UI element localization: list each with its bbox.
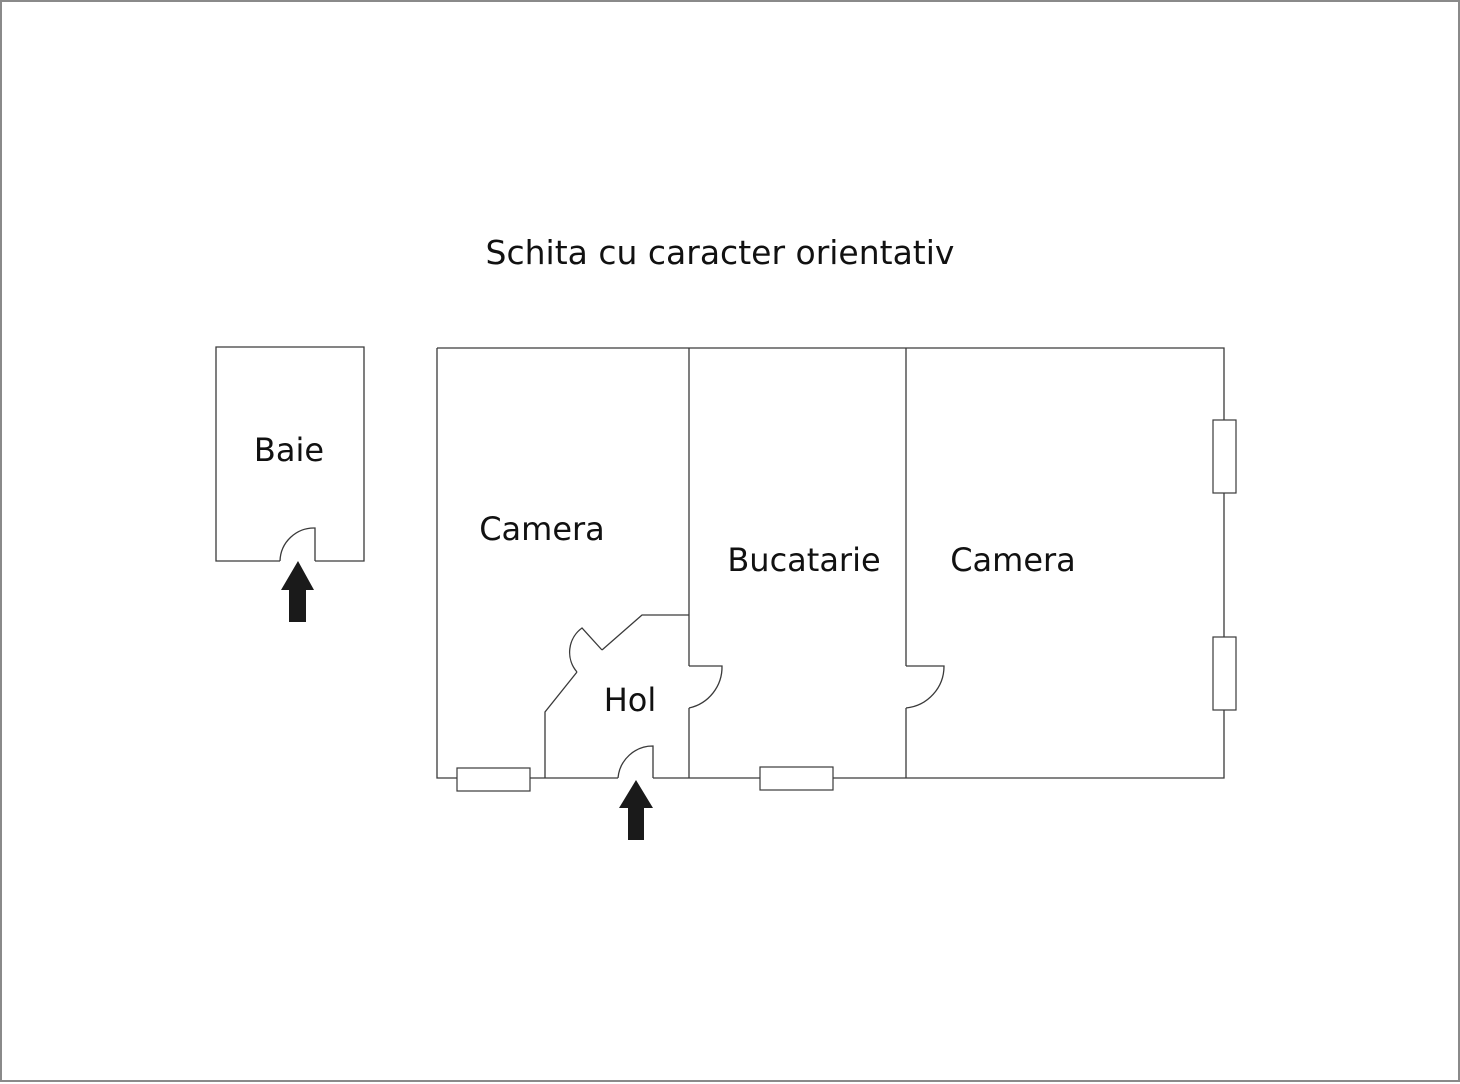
plan-title: Schita cu caracter orientativ <box>486 233 955 272</box>
door-bucatarie-camera <box>905 665 945 709</box>
room-label-hol: Hol <box>604 681 657 719</box>
bathroom: Baie <box>215 346 365 622</box>
bathroom-door <box>279 527 316 562</box>
window-camera-left <box>456 767 531 792</box>
wall-hol-top <box>601 614 689 651</box>
main-entrance-door <box>617 745 654 779</box>
main-entrance-arrow <box>619 780 653 840</box>
bathroom-walls <box>215 346 365 562</box>
room-label-baie: Baie <box>254 431 324 469</box>
exterior-walls-top-right <box>437 347 1225 779</box>
window-bucatarie <box>759 766 834 791</box>
window-camera-right-upper <box>1212 419 1237 494</box>
door-hol-bucatarie <box>688 665 723 709</box>
wall-hol-left <box>544 671 578 778</box>
room-label-camera-right: Camera <box>950 541 1076 579</box>
room-label-camera-left: Camera <box>479 510 605 548</box>
exterior-walls-left <box>436 348 618 779</box>
bathroom-entrance-arrow <box>281 561 314 622</box>
room-label-bucatarie: Bucatarie <box>727 541 880 579</box>
window-camera-right-lower <box>1212 636 1237 711</box>
apartment: Camera Bucatarie Camera Hol <box>436 347 1237 840</box>
door-hol-camera <box>568 627 603 673</box>
